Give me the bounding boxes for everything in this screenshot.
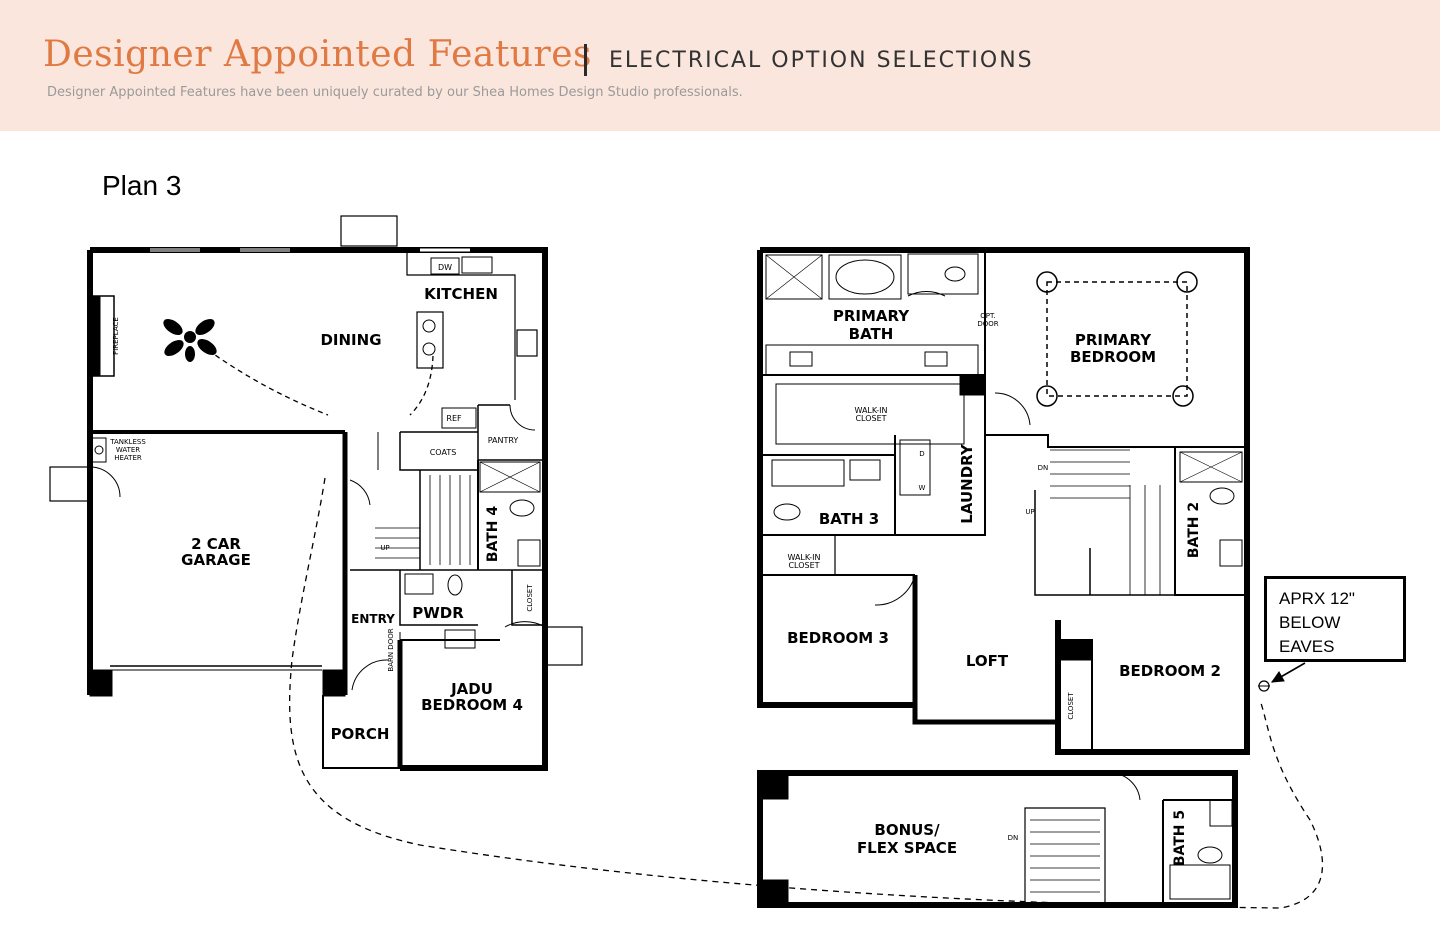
room-bonus-line1: BONUS/ <box>874 821 940 839</box>
room-bath4: BATH 4 <box>485 506 501 563</box>
room-laundry: LAUNDRY <box>958 443 976 524</box>
label-tankless-2: WATER <box>116 446 140 454</box>
label-fireplace: FIREPLACE <box>112 317 120 355</box>
label-ref: REF <box>446 414 462 423</box>
room-primary-bath-line1: PRIMARY <box>833 307 910 325</box>
second-floor-plan <box>757 247 1306 908</box>
room-bedroom2: BEDROOM 2 <box>1119 662 1221 680</box>
label-tankless-3: HEATER <box>114 454 142 462</box>
label-up-2f: UP <box>1025 508 1034 516</box>
plan-label: Plan 3 <box>102 170 182 201</box>
room-primary-bath-line2: BATH <box>849 325 894 343</box>
header-description: Designer Appointed Features have been un… <box>47 85 743 100</box>
room-entry: ENTRY <box>351 612 395 626</box>
eaves-note-text: APRX 12" BELOW EAVES <box>1279 589 1355 656</box>
label-dn: DN <box>1038 464 1049 472</box>
label-tankless-1: TANKLESS <box>109 438 146 446</box>
room-garage-line1: 2 CAR <box>191 535 241 553</box>
label-barn-door: BARN DOOR <box>387 628 395 671</box>
room-bath3: BATH 3 <box>819 510 879 528</box>
label-walkin2-1: WALK-IN <box>787 553 820 562</box>
room-garage-line2: GARAGE <box>181 551 251 569</box>
label-washer: W <box>919 484 926 492</box>
header-banner: Designer Appointed Features ELECTRICAL O… <box>0 0 1440 131</box>
room-jadu-line2: BEDROOM 4 <box>421 696 523 714</box>
first-floor-labels: KITCHEN DINING 2 CAR GARAGE ENTRY PWDR P… <box>109 263 534 743</box>
label-dn-bonus: DN <box>1008 834 1019 842</box>
label-pantry: PANTRY <box>488 436 519 445</box>
header-subtitle: ELECTRICAL OPTION SELECTIONS <box>609 48 1034 73</box>
room-primary-bedroom-line2: BEDROOM <box>1070 348 1156 366</box>
header-divider <box>584 44 587 76</box>
label-dryer: D <box>919 450 924 458</box>
ceiling-fan-icon <box>163 319 217 362</box>
label-opt-1: OPT. <box>980 312 995 320</box>
room-bedroom3: BEDROOM 3 <box>787 629 889 647</box>
label-dw: DW <box>438 263 452 272</box>
primary-bedroom-light-fixtures <box>1036 271 1198 407</box>
room-primary-bedroom-line1: PRIMARY <box>1075 331 1152 349</box>
room-dining: DINING <box>320 331 381 349</box>
room-bonus-line2: FLEX SPACE <box>857 839 957 857</box>
room-loft: LOFT <box>966 652 1009 670</box>
label-coats: COATS <box>430 448 457 457</box>
eaves-note-callout: APRX 12" BELOW EAVES <box>1264 576 1406 662</box>
room-bath2: BATH 2 <box>1186 502 1202 558</box>
label-up: UP <box>380 544 389 552</box>
room-kitchen: KITCHEN <box>424 285 498 303</box>
room-jadu-line1: JADU <box>450 680 493 698</box>
label-closet: CLOSET <box>526 584 534 612</box>
label-opt-2: DOOR <box>977 320 998 328</box>
label-walkin2-2: CLOSET <box>788 561 819 570</box>
room-pwdr: PWDR <box>412 604 464 622</box>
label-closet-2f: CLOSET <box>1067 692 1075 720</box>
room-bath5: BATH 5 <box>1172 810 1188 866</box>
second-floor-labels: PRIMARY BATH PRIMARY BEDROOM BATH 3 LAUN… <box>787 307 1221 866</box>
label-walkin-1: WALK-IN <box>854 406 887 415</box>
first-floor-plan <box>49 215 1324 909</box>
header-title: Designer Appointed Features <box>43 34 592 75</box>
room-porch: PORCH <box>331 725 390 743</box>
label-walkin-2: CLOSET <box>855 414 886 423</box>
